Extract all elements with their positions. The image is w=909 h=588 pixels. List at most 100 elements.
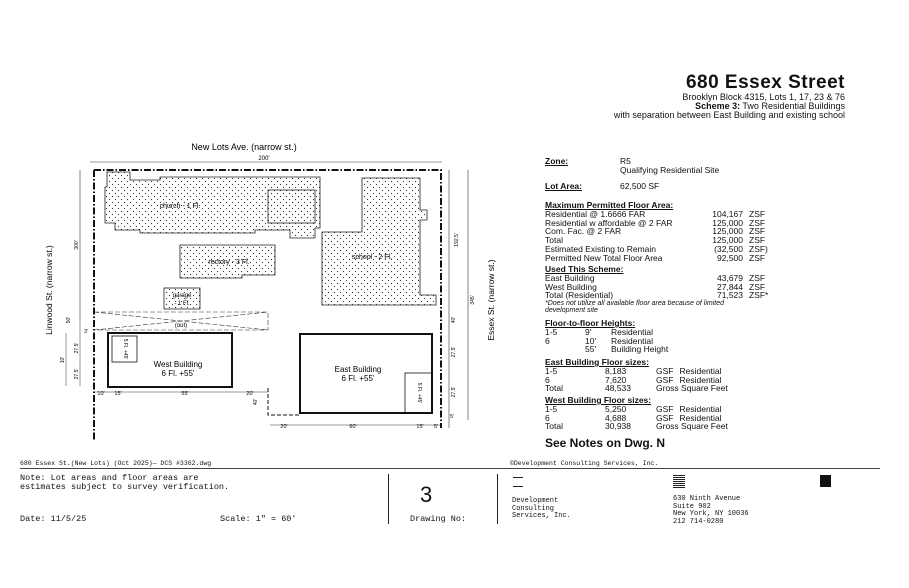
- spec-height: 9': [585, 326, 592, 337]
- address-line: New York, NY 10036: [673, 510, 749, 518]
- west-floor-sizes-heading: West Building Floor sizes:: [545, 395, 652, 405]
- spec-value: 71,523: [717, 290, 743, 301]
- dim-label: 40': [451, 317, 457, 324]
- zone-label: Zone:: [545, 156, 569, 166]
- spec-unit: Gross Square Feet: [656, 383, 728, 394]
- spec-floors: 6: [545, 335, 550, 346]
- copyright: ©Development Consulting Services, Inc.: [510, 460, 659, 467]
- spec-value: 125,000: [712, 226, 743, 237]
- dim-left: 300': [74, 240, 80, 249]
- company-line: Development: [512, 497, 559, 505]
- dim-label: 27.5': [74, 343, 80, 354]
- dim-label: 10': [97, 391, 104, 397]
- spec-floors: Total: [545, 383, 563, 394]
- zone-note: Qualifying Residential Site: [620, 164, 720, 175]
- out-label: (out): [175, 323, 187, 329]
- dim-label: 20': [246, 391, 253, 397]
- spec-use: Residential: [611, 326, 654, 337]
- drawing-filename: 680 Essex St.(New Lots) (Oct 2025)— DCS …: [20, 460, 212, 467]
- spec-label: East Building: [545, 272, 595, 283]
- spec-use: Residential: [679, 365, 722, 376]
- spec-floors: 1-5: [545, 326, 558, 337]
- spec-unit: ZSF*: [749, 290, 769, 301]
- dim-right-upper: 192.5': [454, 233, 460, 247]
- spec-use: Residential: [679, 412, 722, 423]
- spec-unit: ZSF: [749, 272, 766, 283]
- spec-unit: ZSF: [749, 226, 766, 237]
- dim-label: 10': [60, 357, 66, 364]
- scheme-description: with separation between East Building an…: [613, 110, 845, 120]
- spec-unit: GSF: [656, 374, 674, 385]
- dim-top: 200': [258, 156, 269, 162]
- spec-value: 27,844: [717, 281, 743, 292]
- spec-value: 7,620: [605, 374, 627, 385]
- spec-unit: GSF: [656, 412, 674, 423]
- spec-label: Residential w affordable @ 2 FAR: [545, 217, 673, 228]
- dim-label: 50': [66, 317, 72, 324]
- spec-row: 1-5 9' Residential: [545, 326, 668, 337]
- east-building: [299, 333, 433, 414]
- street-essex: Essex St. (narrow st.): [486, 259, 496, 340]
- spec-row: Com. Fac. @ 2 FAR 125,000 ZSF: [545, 227, 768, 236]
- garage-label: garage: [173, 293, 192, 299]
- drawing-number-label: Drawing No:: [410, 514, 467, 524]
- max-floor-area-section: Maximum Permitted Floor Area: Residentia…: [545, 201, 768, 263]
- spec-unit: ZSF): [749, 243, 768, 254]
- spec-value: 104,167: [712, 208, 743, 219]
- address-line: 212 714-0280: [673, 517, 724, 526]
- used-note-line: development site: [545, 307, 598, 315]
- spec-unit: ZSF: [749, 252, 766, 263]
- spec-value: 4,688: [605, 412, 627, 423]
- spec-use: Residential: [679, 374, 722, 385]
- church-footprint: [104, 171, 321, 239]
- spec-value: (32,500: [714, 243, 743, 254]
- address-line: Suite 902: [673, 502, 711, 511]
- church-annex: [267, 189, 316, 224]
- ftf-heading: Floor-to-floor Heights:: [545, 318, 636, 328]
- out-zone: [93, 311, 269, 331]
- spec-label: Permitted New Total Floor Area: [545, 252, 663, 263]
- west-sr-label: 5 Fl. +45': [122, 339, 128, 360]
- note-line: Note: Lot areas and floor areas are: [20, 473, 199, 483]
- block-lots: Brooklyn Block 4315, Lots 1, 17, 23 & 76: [682, 92, 845, 102]
- east-building-height: 6 Fl. +55': [342, 374, 375, 383]
- east-building-label: East Building: [335, 365, 382, 374]
- spec-label: Estimated Existing to Remain: [545, 243, 657, 254]
- rectory-footprint: [179, 244, 276, 279]
- company-line: Services, Inc.: [512, 512, 571, 520]
- lot-step: [267, 388, 300, 416]
- spec-label: West Building: [545, 281, 597, 292]
- spec-unit: ZSF: [749, 235, 766, 246]
- spec-use: [728, 422, 734, 431]
- spec-floors: 1-5: [545, 365, 558, 376]
- hatched-swatch: [673, 475, 685, 488]
- spec-floors: 1-5: [545, 403, 558, 414]
- rectory-label: rectory - 3 Fl.: [208, 259, 249, 266]
- dim-label: 5': [450, 414, 454, 420]
- spec-value: 92,500: [717, 252, 743, 263]
- west-building: [107, 332, 233, 388]
- spec-unit: GSF: [656, 403, 674, 414]
- spec-use: [728, 384, 734, 393]
- used-note-line: *Does not utilize all available floor ar…: [545, 300, 724, 308]
- dim-label: 55': [181, 391, 188, 397]
- lot-area-value: 62,500 SF: [620, 181, 660, 191]
- spec-use: Residential: [611, 335, 654, 346]
- separator: [388, 474, 389, 524]
- project-title: 680 Essex Street: [685, 72, 845, 93]
- school-footprint: [321, 177, 437, 306]
- note-line: estimates subject to survey verification…: [20, 482, 230, 492]
- dim-right-mid: 345': [470, 295, 476, 304]
- spec-label: Com. Fac. @ 2 FAR: [545, 226, 622, 237]
